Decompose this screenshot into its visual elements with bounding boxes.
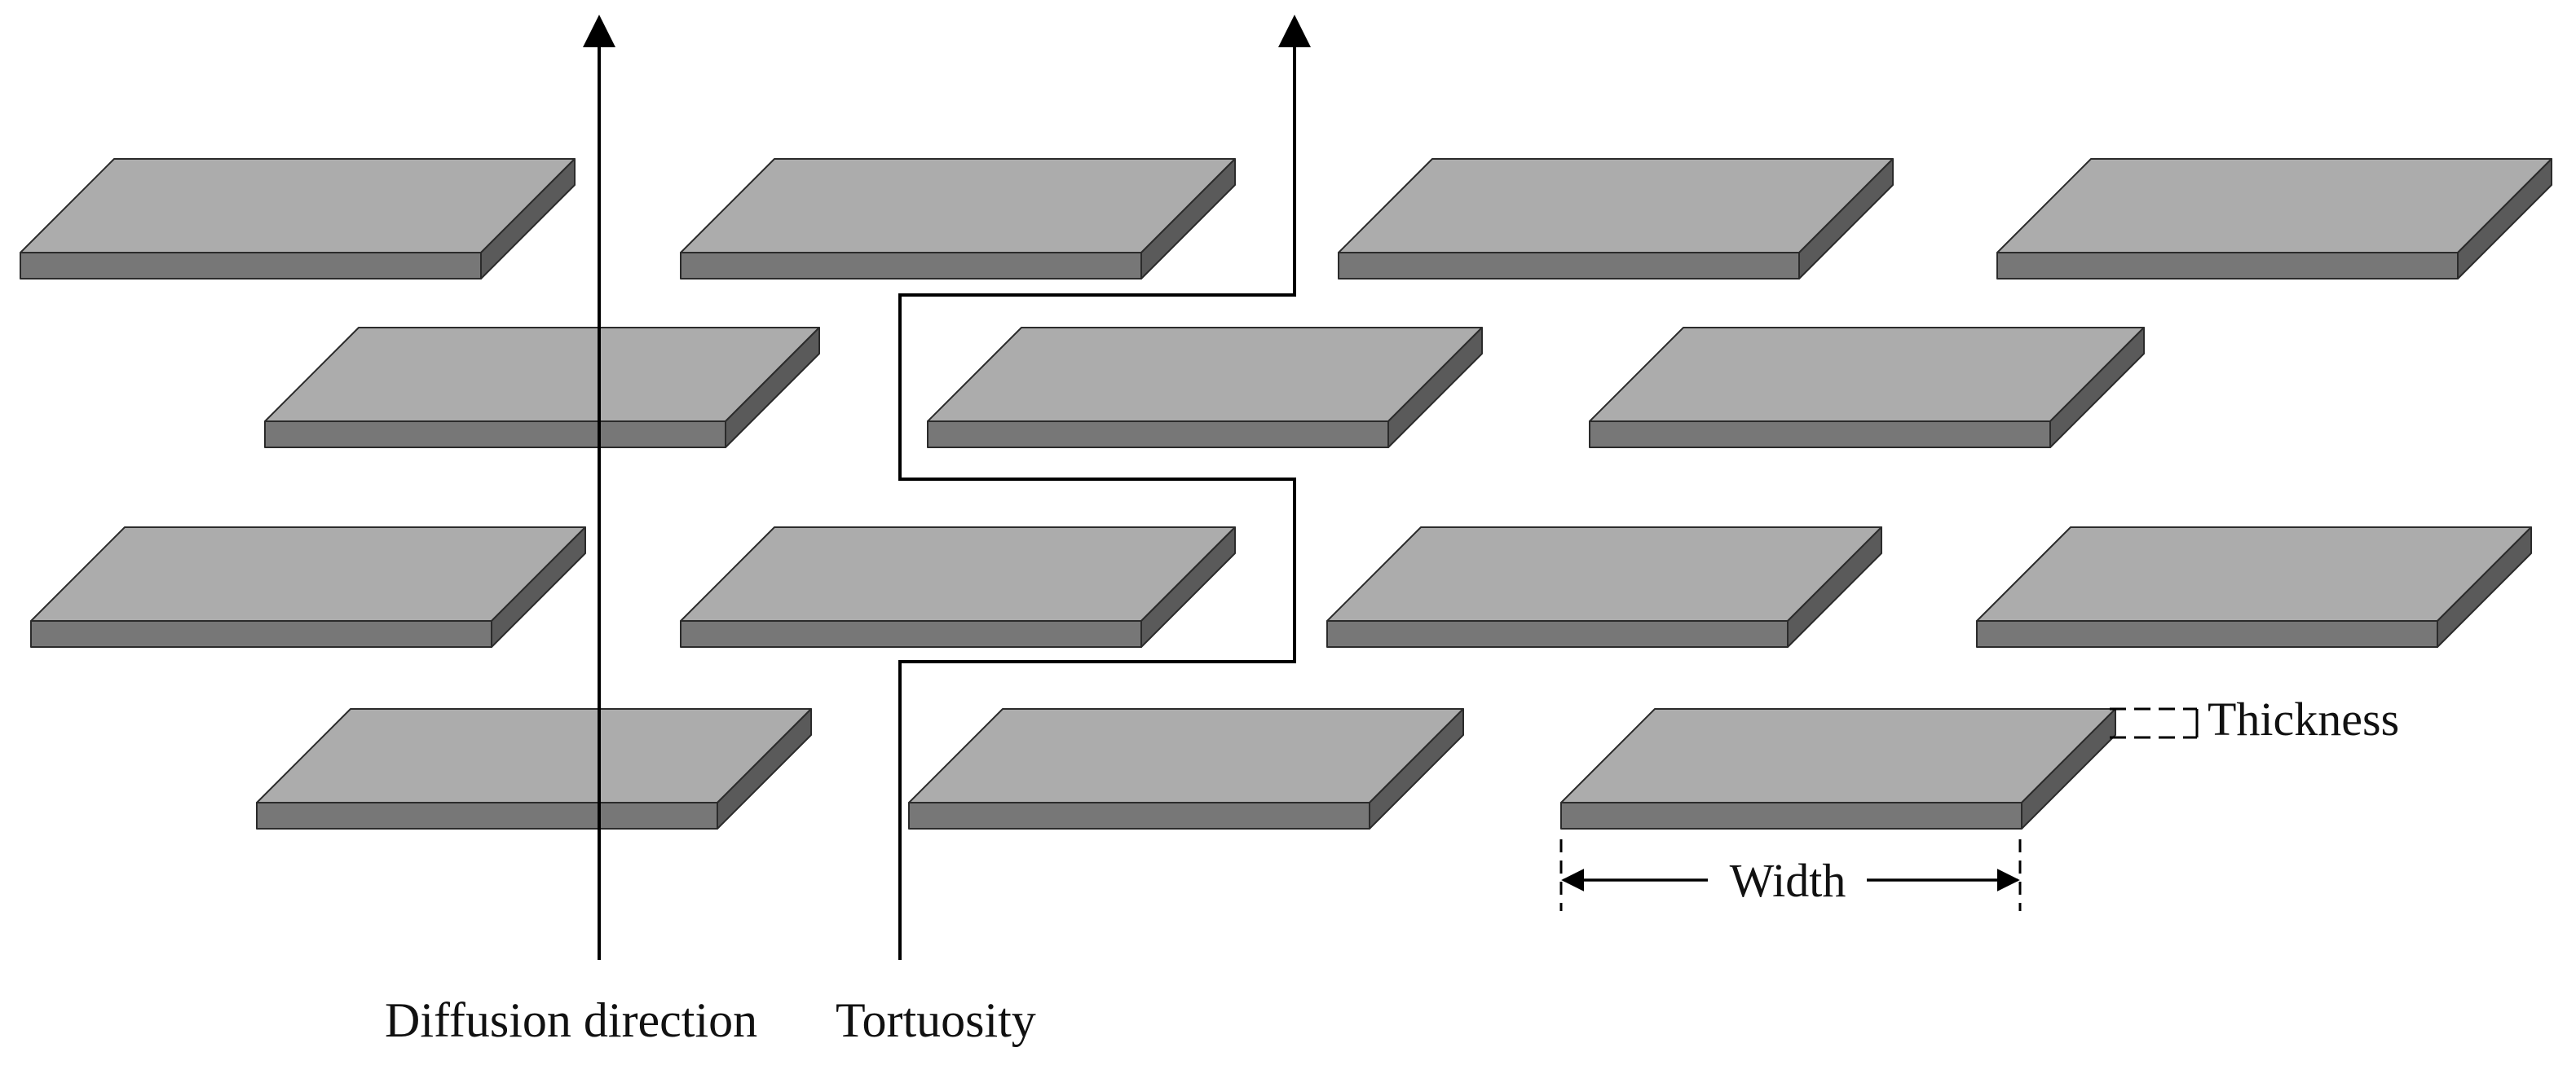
platelet [680, 526, 1236, 648]
platelet [30, 526, 586, 648]
platelet-side-face [1140, 158, 1236, 280]
platelet-side-face [2049, 327, 2145, 448]
platelet-top-face [908, 708, 1464, 803]
platelet-front-face [680, 252, 1142, 280]
platelet [1996, 158, 2552, 280]
platelet-side-face [1798, 158, 1894, 280]
platelet-top-face [1996, 158, 2552, 253]
platelet [20, 158, 576, 280]
platelet [927, 327, 1483, 448]
platelet-side-face [725, 327, 820, 448]
platelet-front-face [1560, 802, 2022, 830]
platelet-top-face [1326, 526, 1882, 622]
platelet-side-face [480, 158, 576, 280]
platelet-front-face [30, 620, 492, 648]
width-label: Width [1730, 854, 1846, 907]
platelet-front-face [908, 802, 1370, 830]
platelet-top-face [927, 327, 1483, 422]
platelet-top-face [264, 327, 820, 422]
platelet-side-face [2437, 526, 2532, 648]
platelet-front-face [1589, 420, 2051, 448]
tortuosity-path [898, 15, 1311, 960]
platelet-front-face [1338, 252, 1800, 280]
diffusion-direction-label: Diffusion direction [385, 993, 757, 1047]
platelet-side-face [717, 708, 812, 830]
thickness-label: Thickness [2208, 693, 2399, 746]
platelet-side-face [1787, 526, 1882, 648]
platelet-front-face [264, 420, 726, 448]
platelet-front-face [1326, 620, 1789, 648]
platelet-front-face [1976, 620, 2438, 648]
platelet-top-face [30, 526, 586, 622]
tortuosity-label: Tortuosity [836, 993, 1036, 1047]
platelet-side-face [1369, 708, 1464, 830]
platelet [1338, 158, 1894, 280]
platelet [1589, 327, 2145, 448]
platelet [680, 158, 1236, 280]
platelet-front-face [20, 252, 482, 280]
platelet-top-face [1976, 526, 2532, 622]
platelet [1976, 526, 2532, 648]
platelet-side-face [2021, 708, 2116, 830]
thickness-dimension: Thickness [2110, 693, 2399, 746]
platelet-front-face [256, 802, 718, 830]
platelet-front-face [1996, 252, 2459, 280]
platelet-side-face [2457, 158, 2552, 280]
platelet-top-face [256, 708, 812, 803]
platelet-layer [20, 158, 2552, 830]
platelet-top-face [1338, 158, 1894, 253]
platelet-top-face [1560, 708, 2116, 803]
platelet [256, 708, 812, 830]
platelet-top-face [20, 158, 576, 253]
platelet-side-face [491, 526, 586, 648]
platelet-front-face [927, 420, 1389, 448]
platelet-top-face [680, 526, 1236, 622]
platelet [1326, 526, 1882, 648]
platelet [1560, 708, 2116, 830]
platelet [264, 327, 820, 448]
width-dimension: Width [1559, 839, 2022, 911]
platelet-side-face [1140, 526, 1236, 648]
platelet-top-face [1589, 327, 2145, 422]
platelet [908, 708, 1464, 830]
platelet-front-face [680, 620, 1142, 648]
platelet-top-face [680, 158, 1236, 253]
platelet-side-face [1387, 327, 1483, 448]
